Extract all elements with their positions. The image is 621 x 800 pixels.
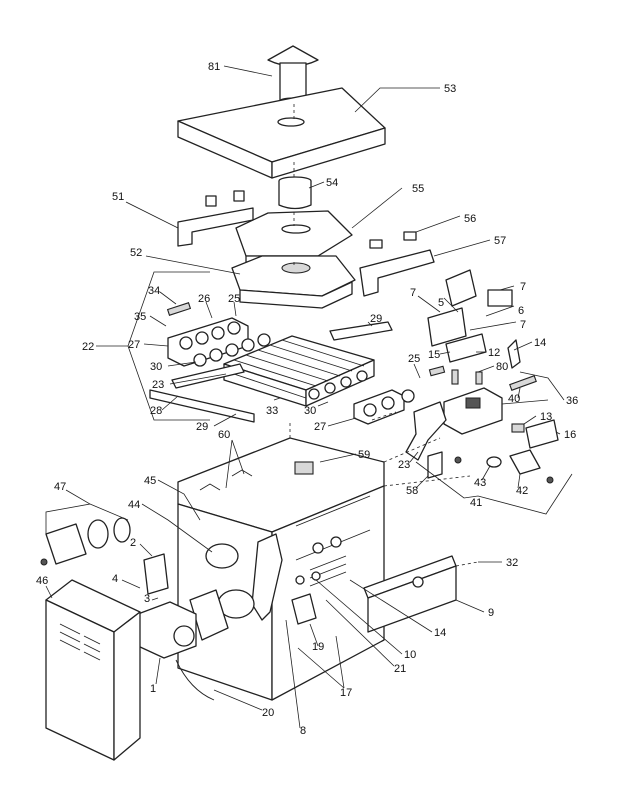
callout-60: 60 xyxy=(218,429,230,441)
part-23-heat-exchanger xyxy=(223,335,375,407)
callout-55: 55 xyxy=(412,183,424,195)
callout-27-left: 27 xyxy=(128,339,140,351)
callout-44: 44 xyxy=(128,499,140,511)
callout-33: 33 xyxy=(266,405,278,417)
callout-4: 4 xyxy=(112,573,118,585)
callout-13: 13 xyxy=(540,411,552,423)
callout-21: 21 xyxy=(394,663,406,675)
part-34-sensor xyxy=(166,302,192,316)
callout-59: 59 xyxy=(358,449,370,461)
callout-23-lower: 23 xyxy=(398,459,410,471)
callout-46: 46 xyxy=(36,575,48,587)
callout-53: 53 xyxy=(444,83,456,95)
callout-2: 2 xyxy=(130,537,136,549)
callout-17: 17 xyxy=(340,687,352,699)
callout-43: 43 xyxy=(474,477,486,489)
callout-14-lower: 14 xyxy=(434,627,446,639)
callout-9: 9 xyxy=(488,607,494,619)
callout-47: 47 xyxy=(54,481,66,493)
part-27-header-right xyxy=(353,389,405,425)
callout-8: 8 xyxy=(300,725,306,737)
callout-19: 19 xyxy=(312,641,324,653)
part-53-top-cover xyxy=(177,87,386,179)
callout-27-right: 27 xyxy=(314,421,326,433)
callout-16: 16 xyxy=(564,429,576,441)
part-51-bracket xyxy=(177,190,254,247)
callout-56: 56 xyxy=(464,213,476,225)
callout-3: 3 xyxy=(144,593,150,605)
callout-51: 51 xyxy=(112,191,124,203)
callout-12: 12 xyxy=(488,347,500,359)
callout-14-upper: 14 xyxy=(534,337,546,349)
callout-7-mid: 7 xyxy=(520,319,526,331)
alignment-lines xyxy=(289,104,479,567)
part-29-baffle-upper xyxy=(329,321,393,341)
callout-22: 22 xyxy=(82,341,94,353)
callout-25-upper: 25 xyxy=(228,293,240,305)
part-30-gaskets xyxy=(193,333,271,367)
part-33-tube-ends xyxy=(308,370,368,400)
part-20-hose xyxy=(175,659,215,701)
callout-57: 57 xyxy=(494,235,506,247)
callout-35: 35 xyxy=(134,311,146,323)
callout-25-lower: 25 xyxy=(408,353,420,365)
part-54-flue-collar xyxy=(278,176,312,210)
callout-28: 28 xyxy=(150,405,162,417)
callout-30-right: 30 xyxy=(304,405,316,417)
callout-7-left: 7 xyxy=(410,287,416,299)
part-2-transformer xyxy=(143,553,169,595)
leader-lines xyxy=(45,65,573,729)
part-10-21-parts xyxy=(295,571,321,585)
part-47-vent-kit xyxy=(45,517,131,565)
callout-10: 10 xyxy=(404,649,416,661)
callout-36: 36 xyxy=(566,395,578,407)
callout-15: 15 xyxy=(428,349,440,361)
part-80-parts xyxy=(451,369,483,385)
part-52-chamber-top xyxy=(231,255,356,309)
callout-23-upper: 23 xyxy=(152,379,164,391)
callout-6: 6 xyxy=(518,305,524,317)
part-7-bracket-top xyxy=(445,269,513,307)
callout-45: 45 xyxy=(144,475,156,487)
part-13-16-cover xyxy=(511,419,559,449)
callout-42: 42 xyxy=(516,485,528,497)
part-58-bracket xyxy=(427,451,462,479)
callout-80: 80 xyxy=(496,361,508,373)
callout-29-lower: 29 xyxy=(196,421,208,433)
part-28-baffle xyxy=(149,389,255,423)
callout-41: 41 xyxy=(470,497,482,509)
part-57-bracket xyxy=(359,249,435,297)
part-46-jacket-panel xyxy=(40,558,141,761)
part-81-vent-cap xyxy=(267,45,319,105)
callout-26: 26 xyxy=(198,293,210,305)
callout-40: 40 xyxy=(508,393,520,405)
part-1-blower xyxy=(137,601,197,659)
callout-29-upper: 29 xyxy=(370,313,382,325)
callout-30-left: 30 xyxy=(150,361,162,373)
part-42-43-fittings xyxy=(486,449,554,484)
callout-20: 20 xyxy=(262,707,274,719)
callout-81: 81 xyxy=(208,61,220,73)
callout-34: 34 xyxy=(148,285,160,297)
callout-58: 58 xyxy=(406,485,418,497)
callout-5: 5 xyxy=(438,297,444,309)
part-36-gas-valve xyxy=(405,387,503,461)
callout-52: 52 xyxy=(130,247,142,259)
callout-labels: 81 53 54 55 51 56 57 52 34 26 25 29 7 7 … xyxy=(36,61,578,737)
part-14-fitting xyxy=(507,339,521,369)
part-44-burner-tray xyxy=(189,543,255,641)
part-40-orifice xyxy=(509,375,537,391)
part-29-baffle-lower xyxy=(171,363,245,389)
part-25-thermostat xyxy=(401,365,446,403)
part-56-brackets xyxy=(369,231,417,249)
callout-7-right: 7 xyxy=(520,281,526,293)
callout-54: 54 xyxy=(326,177,338,189)
callout-1: 1 xyxy=(150,683,156,695)
callout-32: 32 xyxy=(506,557,518,569)
part-19-switch xyxy=(291,593,317,625)
